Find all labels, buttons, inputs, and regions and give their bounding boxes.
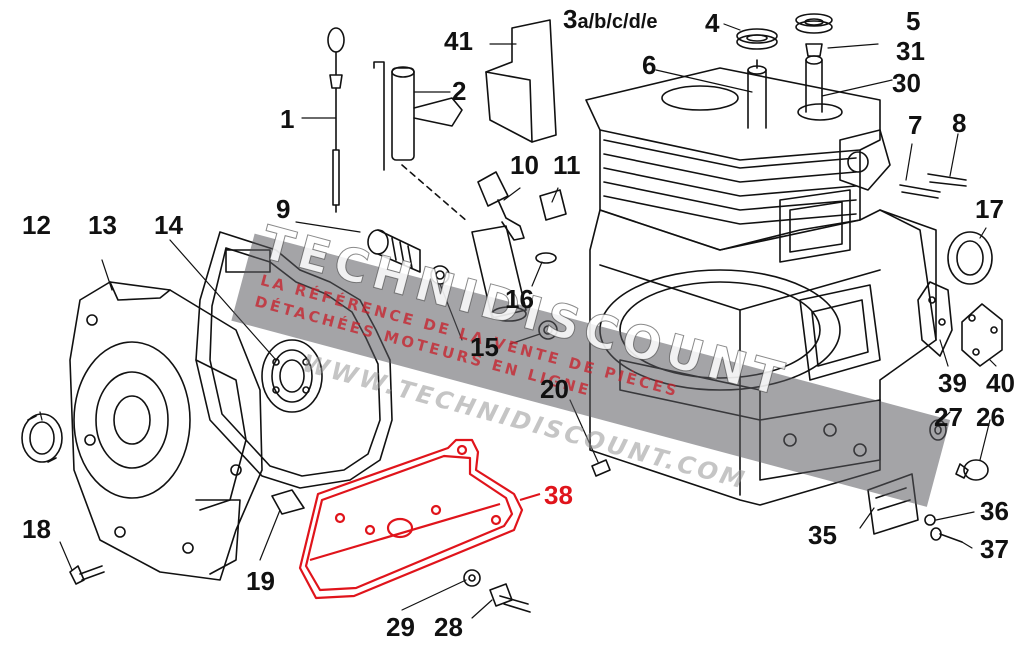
leader-lines — [39, 23, 997, 619]
callout-30[interactable]: 30 — [892, 68, 921, 98]
callout-20[interactable]: 20 — [540, 374, 569, 404]
callout-16[interactable]: 16 — [505, 284, 534, 314]
side-covers — [917, 281, 1003, 367]
valve-seals — [736, 13, 833, 57]
callout-29[interactable]: 29 — [386, 612, 415, 642]
callout-11[interactable]: 11 — [553, 150, 581, 180]
callout-35[interactable]: 35 — [808, 520, 837, 550]
callout-7[interactable]: 7 — [908, 110, 923, 140]
callout-12[interactable]: 12 — [22, 210, 51, 240]
bracket-38-highlight — [298, 438, 541, 600]
callout-39[interactable]: 39 — [938, 368, 967, 398]
engine-block — [589, 189, 937, 506]
callout-31[interactable]: 31 — [896, 36, 925, 66]
callout-41[interactable]: 41 — [444, 26, 473, 56]
callout-10[interactable]: 10 — [510, 150, 539, 180]
callout-17[interactable]: 17 — [975, 194, 1004, 224]
callout-38[interactable]: 38 — [544, 480, 573, 510]
bolt-18 — [69, 565, 105, 585]
callout-36[interactable]: 36 — [980, 496, 1009, 526]
callout-2[interactable]: 2 — [452, 76, 467, 106]
air-deflector — [485, 19, 557, 143]
dowel-pin — [591, 459, 611, 477]
callout-5[interactable]: 5 — [906, 6, 921, 36]
callout-15[interactable]: 15 — [470, 332, 499, 362]
callout-4[interactable]: 4 — [705, 8, 720, 38]
cylinder-head — [585, 55, 891, 251]
oil-seal-left — [21, 413, 63, 463]
callout-13[interactable]: 13 — [88, 210, 117, 240]
callout-26[interactable]: 26 — [976, 402, 1005, 432]
crankcase-cover — [69, 281, 263, 581]
tab-washer — [271, 489, 305, 515]
callout-27[interactable]: 27 — [934, 402, 963, 432]
callout-28[interactable]: 28 — [434, 612, 463, 642]
callout-9[interactable]: 9 — [276, 194, 291, 224]
callout-19[interactable]: 19 — [246, 566, 275, 596]
callout-18[interactable]: 18 — [22, 514, 51, 544]
main-bearing — [261, 339, 323, 413]
governor-bracket — [867, 473, 963, 543]
breather-tube — [373, 61, 469, 223]
callout-1[interactable]: 1 — [280, 104, 295, 134]
oil-seal-right — [947, 231, 993, 285]
callout-14[interactable]: 14 — [154, 210, 183, 240]
cylinder-studs — [899, 173, 967, 199]
callout-37[interactable]: 37 — [980, 534, 1009, 564]
callout-8[interactable]: 8 — [952, 108, 967, 138]
callout-6[interactable]: 6 — [642, 50, 657, 80]
callout-3[interactable]: 3a/b/c/d/e — [563, 6, 658, 32]
callout-40[interactable]: 40 — [986, 368, 1015, 398]
dipstick — [327, 27, 345, 213]
bolt-28 — [463, 569, 531, 613]
callout-3-number: 3 — [563, 4, 578, 34]
callout-3-suffix: a/b/c/d/e — [577, 11, 658, 33]
